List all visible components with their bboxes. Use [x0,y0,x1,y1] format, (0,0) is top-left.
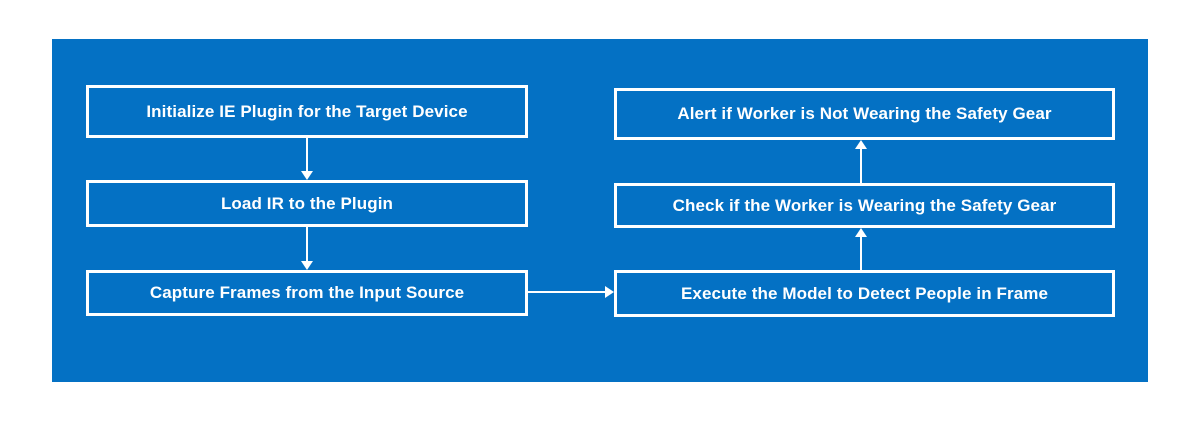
node-label: Load IR to the Plugin [220,193,394,213]
arrow-capture-to-execute-line [528,291,605,293]
arrow-init-to-load-line [306,138,308,171]
arrow-load-to-capture-line [306,227,308,261]
arrow-execute-to-check-line [860,236,862,270]
flowchart-node-initialize-ie-plugin: Initialize IE Plugin for the Target Devi… [86,85,528,138]
flowchart-panel: Initialize IE Plugin for the Target Devi… [52,39,1148,382]
node-label: Alert if Worker is Not Wearing the Safet… [677,104,1052,124]
arrow-right-icon [605,286,614,298]
node-label: Execute the Model to Detect People in Fr… [680,283,1049,303]
flowchart-node-alert-worker: Alert if Worker is Not Wearing the Safet… [614,88,1115,140]
node-label: Check if the Worker is Wearing the Safet… [672,195,1057,215]
arrow-up-icon [855,228,867,237]
arrow-down-icon [301,171,313,180]
flowchart-node-execute-model: Execute the Model to Detect People in Fr… [614,270,1115,317]
arrow-up-icon [855,140,867,149]
flowchart-node-capture-frames: Capture Frames from the Input Source [86,270,528,316]
flowchart-node-check-worker: Check if the Worker is Wearing the Safet… [614,183,1115,228]
flowchart-node-load-ir: Load IR to the Plugin [86,180,528,227]
arrow-check-to-alert-line [860,148,862,183]
node-label: Capture Frames from the Input Source [149,283,465,303]
node-label: Initialize IE Plugin for the Target Devi… [146,101,468,121]
arrow-down-icon [301,261,313,270]
